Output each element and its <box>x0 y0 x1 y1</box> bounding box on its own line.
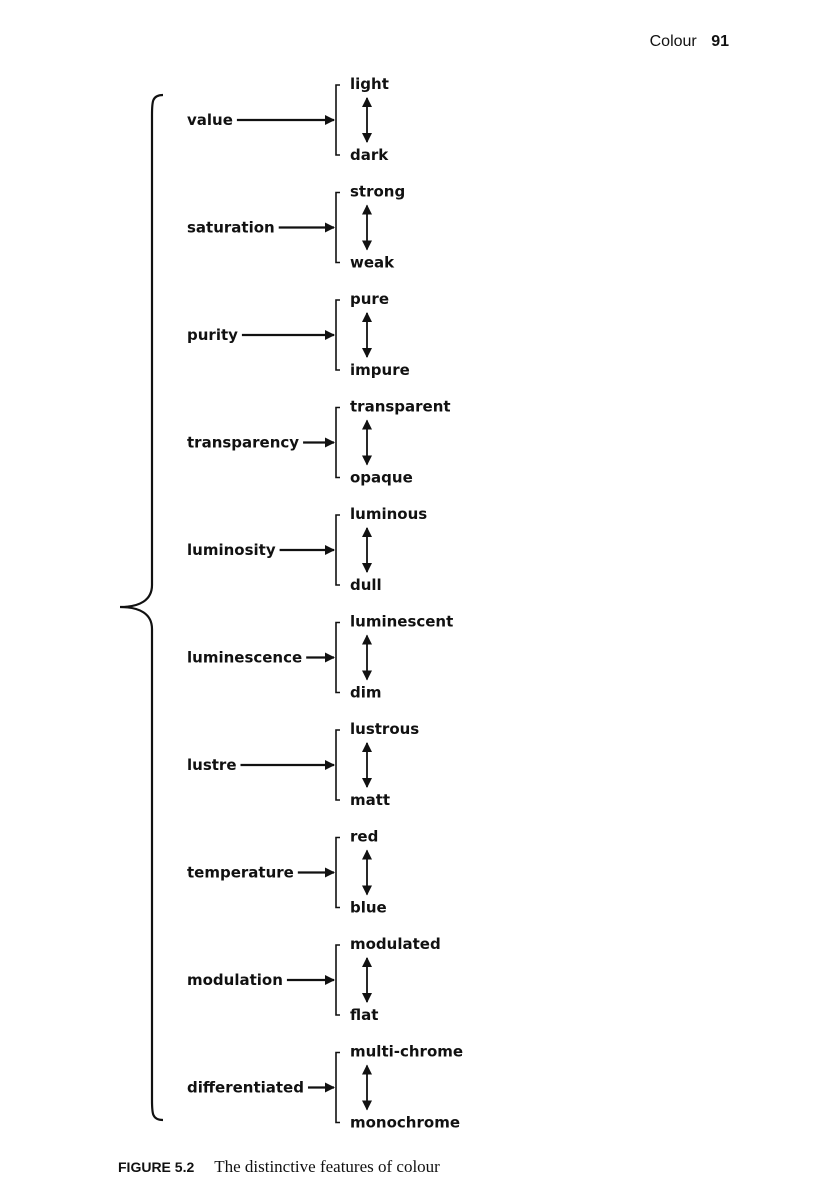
feature-name: saturation <box>187 219 275 237</box>
scale-high-label: red <box>350 828 378 846</box>
feature-name: luminescence <box>187 649 302 667</box>
feature-name: temperature <box>187 864 294 882</box>
feature-bracket <box>335 836 340 909</box>
feature-bracket <box>335 944 340 1016</box>
running-head: Colour 91 <box>650 33 729 51</box>
feature-bracket <box>335 729 340 801</box>
scale-high-label: light <box>350 75 389 93</box>
page-number: 91 <box>711 33 729 50</box>
scale-low-label: opaque <box>350 469 413 487</box>
scale-high-label: pure <box>350 290 389 308</box>
scale-low-label: flat <box>350 1006 378 1024</box>
scale-low-label: dim <box>350 684 382 702</box>
figure-caption-text: The distinctive features of colour <box>214 1157 440 1176</box>
feature-row: luminescence luminescent dim <box>187 613 453 702</box>
scale-low-label: matt <box>350 791 390 809</box>
feature-bracket <box>335 406 340 479</box>
scale-low-label: dull <box>350 576 382 594</box>
feature-name: modulation <box>187 971 283 989</box>
scale-high-label: luminous <box>350 505 427 523</box>
feature-row: differentiated multi-chrome monochrome <box>187 1043 463 1132</box>
feature-row: luminosity luminous dull <box>187 505 427 594</box>
grouping-brace <box>119 93 164 1122</box>
scale-high-label: transparent <box>350 398 451 416</box>
feature-row: lustre lustrous matt <box>187 720 419 809</box>
scale-high-label: strong <box>350 183 405 201</box>
feature-name: purity <box>187 326 238 344</box>
scale-high-label: luminescent <box>350 613 453 631</box>
scale-low-label: weak <box>350 254 395 272</box>
feature-bracket <box>335 514 340 586</box>
running-head-title: Colour <box>649 33 697 50</box>
scale-low-label: impure <box>350 361 410 379</box>
feature-row: value light dark <box>187 75 389 164</box>
figure-caption: FIGURE 5.2 The distinctive features of c… <box>118 1157 440 1177</box>
feature-bracket <box>335 621 340 694</box>
feature-bracket <box>335 1051 340 1124</box>
scale-low-label: monochrome <box>350 1114 460 1132</box>
feature-name: luminosity <box>187 541 276 559</box>
feature-row: transparency transparent opaque <box>187 398 451 487</box>
feature-bracket <box>335 299 340 371</box>
scale-low-label: dark <box>350 146 389 164</box>
feature-name: transparency <box>187 434 299 452</box>
scale-low-label: blue <box>350 899 387 917</box>
feature-row: purity pure impure <box>187 290 410 379</box>
figure-label: FIGURE 5.2 <box>118 1159 195 1175</box>
feature-row: modulation modulated flat <box>187 935 441 1024</box>
scale-high-label: modulated <box>350 935 441 953</box>
feature-name: value <box>187 111 233 129</box>
scale-high-label: lustrous <box>350 720 419 738</box>
feature-name: lustre <box>187 756 237 774</box>
feature-row: temperature red blue <box>187 828 387 917</box>
feature-bracket <box>335 191 340 264</box>
feature-row: saturation strong weak <box>187 183 405 272</box>
scale-high-label: multi-chrome <box>350 1043 463 1061</box>
feature-name: differentiated <box>187 1079 304 1097</box>
feature-bracket <box>335 84 340 156</box>
